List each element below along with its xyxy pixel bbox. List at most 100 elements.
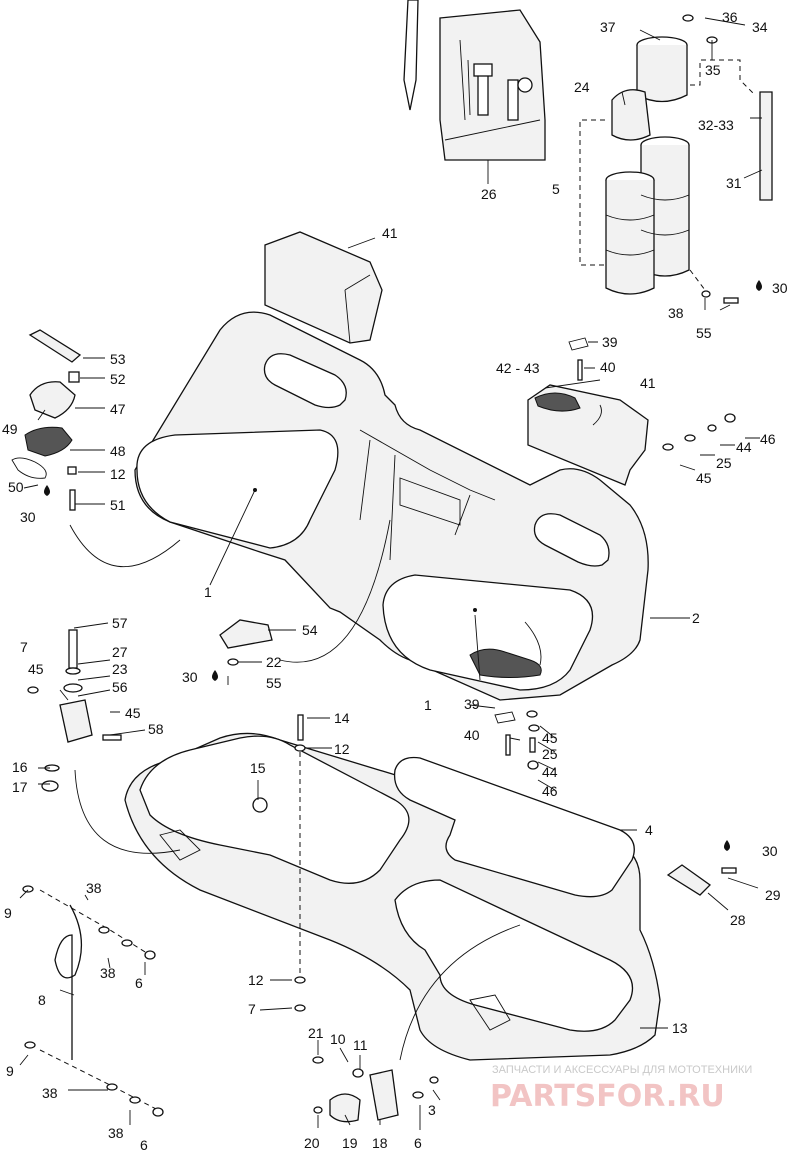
callout-41: 41 [640, 375, 656, 391]
watermark-logo: PARTSFOR.RU [490, 1079, 725, 1114]
callout-10: 10 [330, 1031, 346, 1047]
callout-40: 40 [600, 359, 616, 375]
callout-25: 25 [542, 746, 558, 762]
callout-6: 6 [135, 975, 143, 991]
callout-53: 53 [110, 351, 126, 367]
callout-4: 4 [645, 822, 653, 838]
callout-26: 26 [481, 186, 497, 202]
callout-55: 55 [696, 325, 712, 341]
callout-13: 13 [672, 1020, 688, 1036]
cushion-upper [264, 231, 383, 344]
callout-9: 9 [4, 905, 12, 921]
callout-48: 48 [110, 443, 126, 459]
callout-38: 38 [86, 880, 102, 896]
callout-6: 6 [140, 1137, 148, 1153]
callout-42-43: 42 - 43 [496, 360, 540, 376]
callout-55: 55 [266, 675, 282, 691]
bracket [219, 619, 273, 649]
lubricant-icons [44, 280, 762, 851]
callout-6: 6 [414, 1135, 422, 1151]
hinge-assembly [27, 629, 122, 792]
callout-45: 45 [696, 470, 712, 486]
callout-17: 17 [12, 779, 28, 795]
callout-8: 8 [38, 992, 46, 1008]
callout-37: 37 [600, 19, 616, 35]
callout-39: 39 [602, 334, 618, 350]
callout-40: 40 [464, 727, 480, 743]
callout-49: 49 [2, 421, 18, 437]
callout-20: 20 [304, 1135, 320, 1151]
fastener-stacks [98, 14, 739, 1117]
callout-5: 5 [552, 181, 560, 197]
callout-45: 45 [28, 661, 44, 677]
callout-11: 11 [353, 1037, 368, 1053]
callout-30: 30 [20, 509, 36, 525]
callout-15: 15 [250, 760, 266, 776]
callout-1: 1 [424, 697, 432, 713]
callout-30: 30 [772, 280, 788, 296]
callout-44: 44 [542, 764, 558, 780]
callout-34: 34 [752, 19, 768, 35]
callout-21: 21 [308, 1025, 324, 1041]
callout-19: 19 [342, 1135, 358, 1151]
leader-lines [19, 17, 763, 1130]
hinge [666, 864, 712, 896]
callout-50: 50 [8, 479, 24, 495]
callout-labels: 37 36 34 35 24 32-33 31 26 5 41 38 55 30… [2, 9, 788, 1153]
callout-57: 57 [112, 615, 128, 631]
assembly-arrows [69, 404, 602, 1061]
callout-1: 1 [204, 584, 212, 600]
callout-46: 46 [760, 431, 776, 447]
callout-56: 56 [112, 679, 128, 695]
callout-38: 38 [108, 1125, 124, 1141]
tool-kit-bag [403, 0, 546, 161]
callout-38: 38 [668, 305, 684, 321]
callout-30: 30 [182, 669, 198, 685]
callout-45: 45 [542, 730, 558, 746]
callout-38: 38 [42, 1085, 58, 1101]
callout-29: 29 [765, 887, 781, 903]
callout-7: 7 [20, 639, 28, 655]
callout-7: 7 [248, 1001, 256, 1017]
callout-31: 31 [726, 175, 742, 191]
storage-containers [579, 36, 756, 295]
tether-cable [22, 885, 159, 1111]
callout-16: 16 [12, 759, 28, 775]
callout-27: 27 [112, 644, 128, 660]
callout-9: 9 [6, 1063, 14, 1079]
callout-22: 22 [266, 654, 282, 670]
latch-assembly [11, 329, 82, 511]
callout-44: 44 [736, 439, 752, 455]
bottom-latch [312, 1056, 439, 1123]
callout-23: 23 [112, 661, 128, 677]
through-bolt [294, 714, 306, 1012]
callout-14: 14 [334, 710, 350, 726]
callout-39: 39 [464, 696, 480, 712]
callout-46: 46 [542, 783, 558, 799]
lower-tub [124, 732, 661, 1061]
callout-58: 58 [148, 721, 164, 737]
callout-18: 18 [372, 1135, 388, 1151]
callout-35: 35 [705, 62, 721, 78]
cushion-right [527, 384, 649, 486]
callout-54: 54 [302, 622, 318, 638]
callout-12: 12 [334, 741, 350, 757]
callout-47: 47 [110, 401, 126, 417]
seat-body [134, 311, 649, 701]
callout-28: 28 [730, 912, 746, 928]
callout-3: 3 [428, 1102, 436, 1118]
callout-38: 38 [100, 965, 116, 981]
callout-41: 41 [382, 225, 398, 241]
callout-52: 52 [110, 371, 126, 387]
callout-25: 25 [716, 455, 732, 471]
callout-12: 12 [248, 972, 264, 988]
callout-36: 36 [722, 9, 738, 25]
callout-12: 12 [110, 466, 126, 482]
callout-32-33: 32-33 [698, 117, 734, 133]
callout-51: 51 [110, 497, 126, 513]
callout-2: 2 [692, 610, 700, 626]
watermark-tagline: ЗАПЧАСТИ И АКСЕССУАРЫ ДЛЯ МОТОТЕХНИКИ [492, 1064, 752, 1076]
callout-24: 24 [574, 79, 590, 95]
